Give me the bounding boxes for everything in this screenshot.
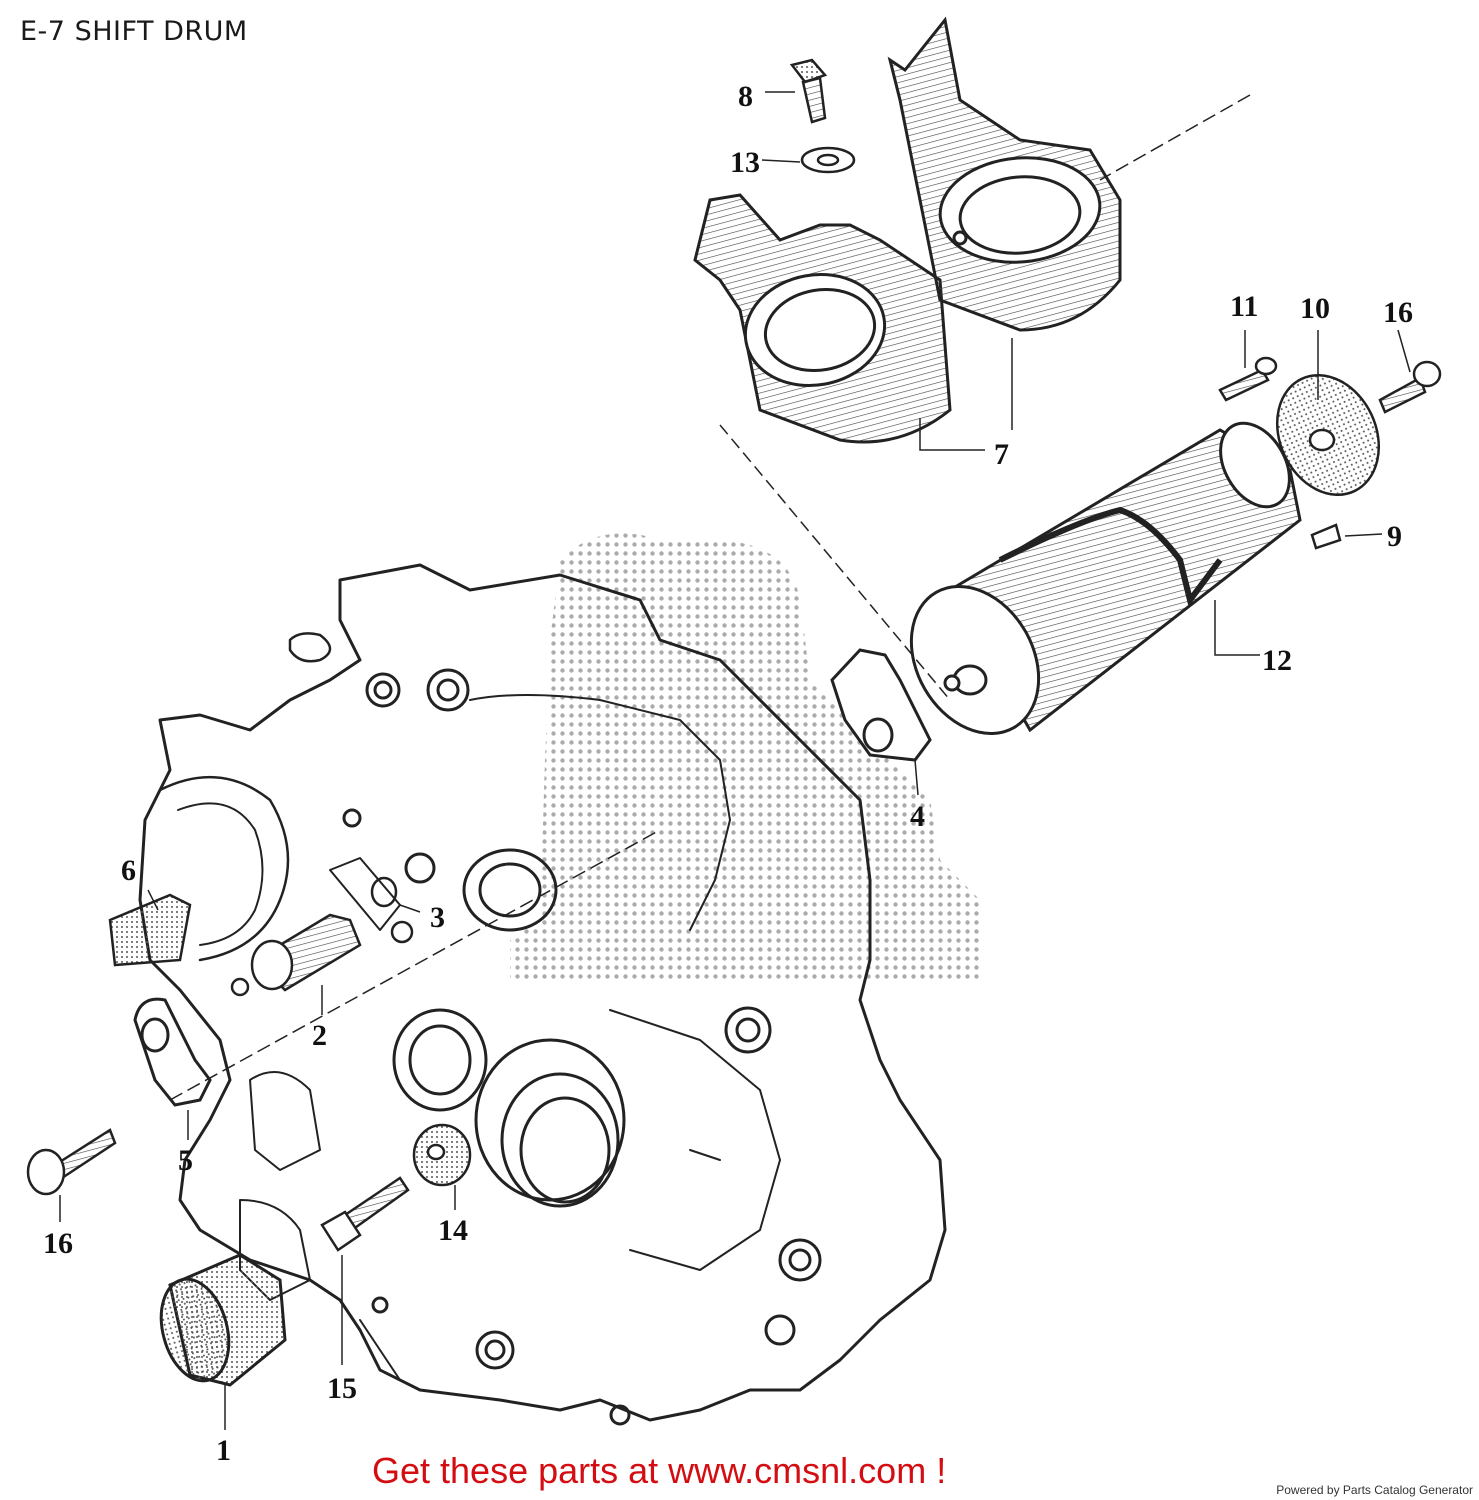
screw-16-lower xyxy=(26,1128,117,1196)
callout-12: 12 xyxy=(1262,644,1292,677)
callout-14: 14 xyxy=(438,1214,468,1247)
callout-7: 7 xyxy=(994,438,1009,471)
callout-16-lower: 16 xyxy=(43,1227,73,1260)
bolt-15 xyxy=(320,1176,410,1252)
screw-16-upper xyxy=(1378,360,1442,414)
shift-fork-lower xyxy=(693,193,952,444)
callout-4: 4 xyxy=(910,800,925,833)
stopper-plate-4 xyxy=(830,648,932,762)
callout-5: 5 xyxy=(178,1144,193,1177)
shift-fork-upper xyxy=(887,16,1122,332)
callout-labels: 1 2 3 4 5 6 7 8 9 10 11 12 13 14 15 16 1… xyxy=(43,80,1413,1467)
powered-by-text: Powered by Parts Catalog Generator xyxy=(1276,1483,1473,1497)
watermark-logo xyxy=(510,533,980,980)
callout-8: 8 xyxy=(738,80,753,113)
leader-lines xyxy=(59,91,1411,1430)
cap-bolt-1 xyxy=(159,1253,287,1387)
crankcase-half xyxy=(138,563,947,1426)
callout-6: 6 xyxy=(121,854,136,887)
star-plate-10 xyxy=(1275,374,1381,496)
shift-drum xyxy=(909,421,1302,736)
washer-3 xyxy=(370,876,414,944)
callout-1: 1 xyxy=(216,1434,231,1467)
callout-13: 13 xyxy=(730,146,760,179)
bolt-8 xyxy=(789,58,828,124)
stopper-plate-5 xyxy=(133,997,212,1107)
callout-16-upper: 16 xyxy=(1383,296,1413,329)
screw-11 xyxy=(1218,356,1278,402)
callout-3: 3 xyxy=(430,901,445,934)
callout-2: 2 xyxy=(312,1019,327,1052)
callout-10: 10 xyxy=(1300,292,1330,325)
callout-15: 15 xyxy=(327,1372,357,1405)
page-title: E-7 SHIFT DRUM xyxy=(20,16,248,47)
lock-washer-13 xyxy=(800,146,856,174)
callout-9: 9 xyxy=(1387,520,1402,553)
shaft-2 xyxy=(230,913,362,997)
washer-14 xyxy=(412,1123,472,1187)
stopper-arm-6 xyxy=(108,893,192,967)
pin-9 xyxy=(1310,523,1342,550)
buy-parts-link[interactable]: Get these parts at www.cmsnl.com ! xyxy=(372,1450,947,1491)
callout-11: 11 xyxy=(1230,290,1258,323)
